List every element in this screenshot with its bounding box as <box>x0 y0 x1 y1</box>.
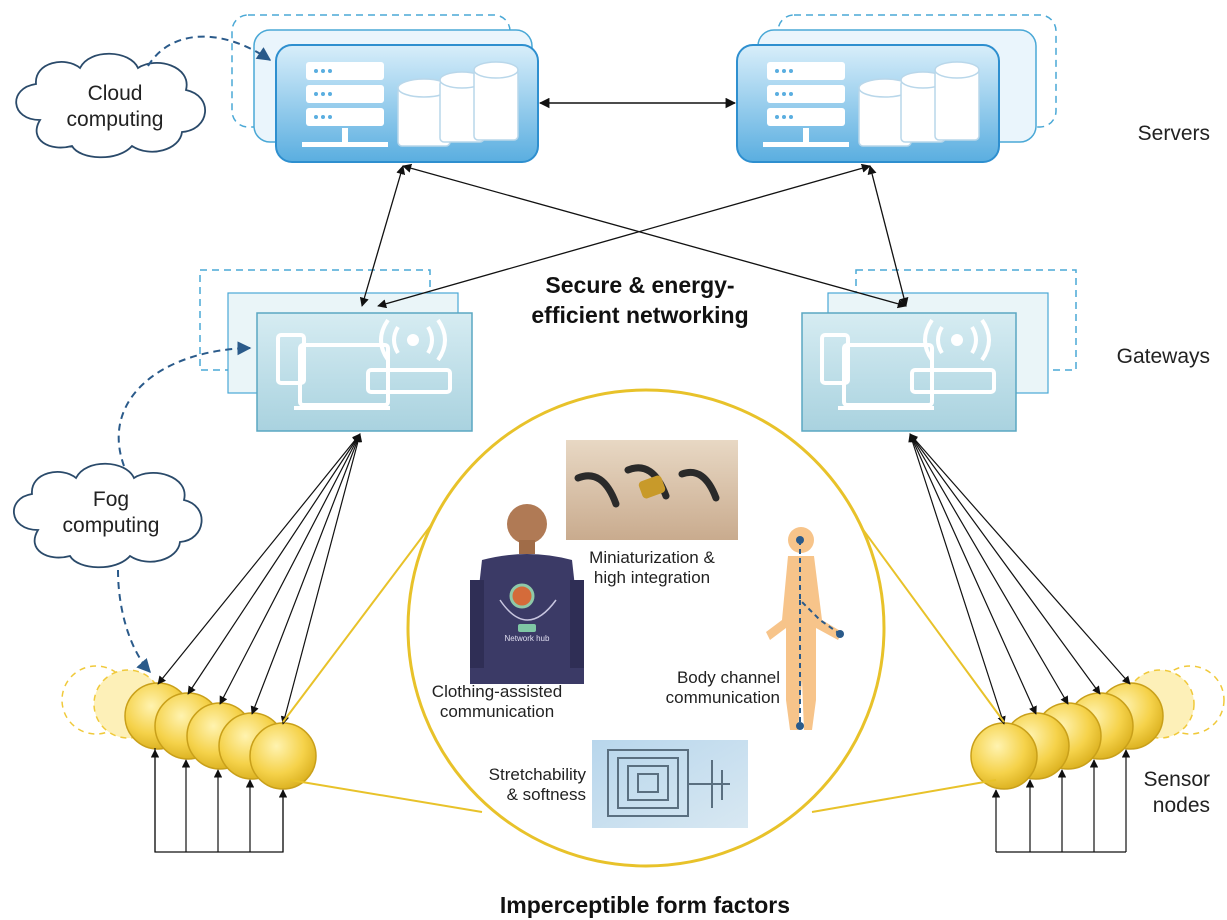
network-hub-label: Network hub <box>504 634 550 643</box>
cloud-arrows <box>117 35 272 674</box>
cloud-computing-cloud <box>15 52 206 159</box>
sensor-nodes-right <box>970 665 1225 790</box>
stretchability-label-2: & softness <box>506 785 586 804</box>
gateway-sensor-links-left <box>157 433 363 725</box>
stretchable-photo <box>592 740 748 828</box>
server-gateway-links <box>359 163 909 309</box>
gateways-tier-label: Gateways <box>1116 345 1210 368</box>
gateway-right <box>801 269 1077 432</box>
sensor-feedback-left <box>150 748 288 853</box>
miniaturization-label-2: high integration <box>593 568 711 587</box>
sensor-nodes-left <box>61 665 317 790</box>
sensor-nodes-tier-label-1: Sensor <box>1143 768 1210 791</box>
clothing-label-1: Clothing-assisted <box>431 682 563 701</box>
server-rack-icon <box>763 62 849 147</box>
miniaturization-label-1: Miniaturization & <box>589 548 715 567</box>
database-icon <box>397 61 519 147</box>
networking-label-1: Secure & energy- <box>545 272 735 298</box>
gateway-left <box>199 269 473 432</box>
servers-tier-label: Servers <box>1137 122 1210 145</box>
sensor-feedback-right <box>991 749 1131 853</box>
server-right <box>736 14 1057 163</box>
form-factors-title: Imperceptible form factors <box>499 892 791 918</box>
sensor-nodes-tier-label-2: nodes <box>1152 794 1210 817</box>
fog-computing-label-2: computing <box>62 514 160 537</box>
body-channel-label-1: Body channel <box>676 668 780 687</box>
fog-computing-label-1: Fog <box>92 488 130 511</box>
device-router-icon <box>820 318 996 410</box>
body-channel-label-2: communication <box>665 688 780 707</box>
database-icon <box>858 61 980 147</box>
cloud-computing-label-2: computing <box>66 108 164 131</box>
server-left <box>231 14 539 163</box>
body-figure <box>766 527 844 730</box>
gateway-sensor-links-right <box>908 433 1131 725</box>
server-rack-icon <box>302 62 388 147</box>
clothing-label-2: communication <box>439 702 555 721</box>
clothing-figure <box>470 504 584 684</box>
device-router-icon <box>276 318 452 410</box>
cloud-computing-label-1: Cloud <box>87 82 143 105</box>
miniaturization-photo <box>566 440 738 540</box>
networking-label-2: efficient networking <box>531 302 749 328</box>
stretchability-label-1: Stretchability <box>488 765 586 784</box>
